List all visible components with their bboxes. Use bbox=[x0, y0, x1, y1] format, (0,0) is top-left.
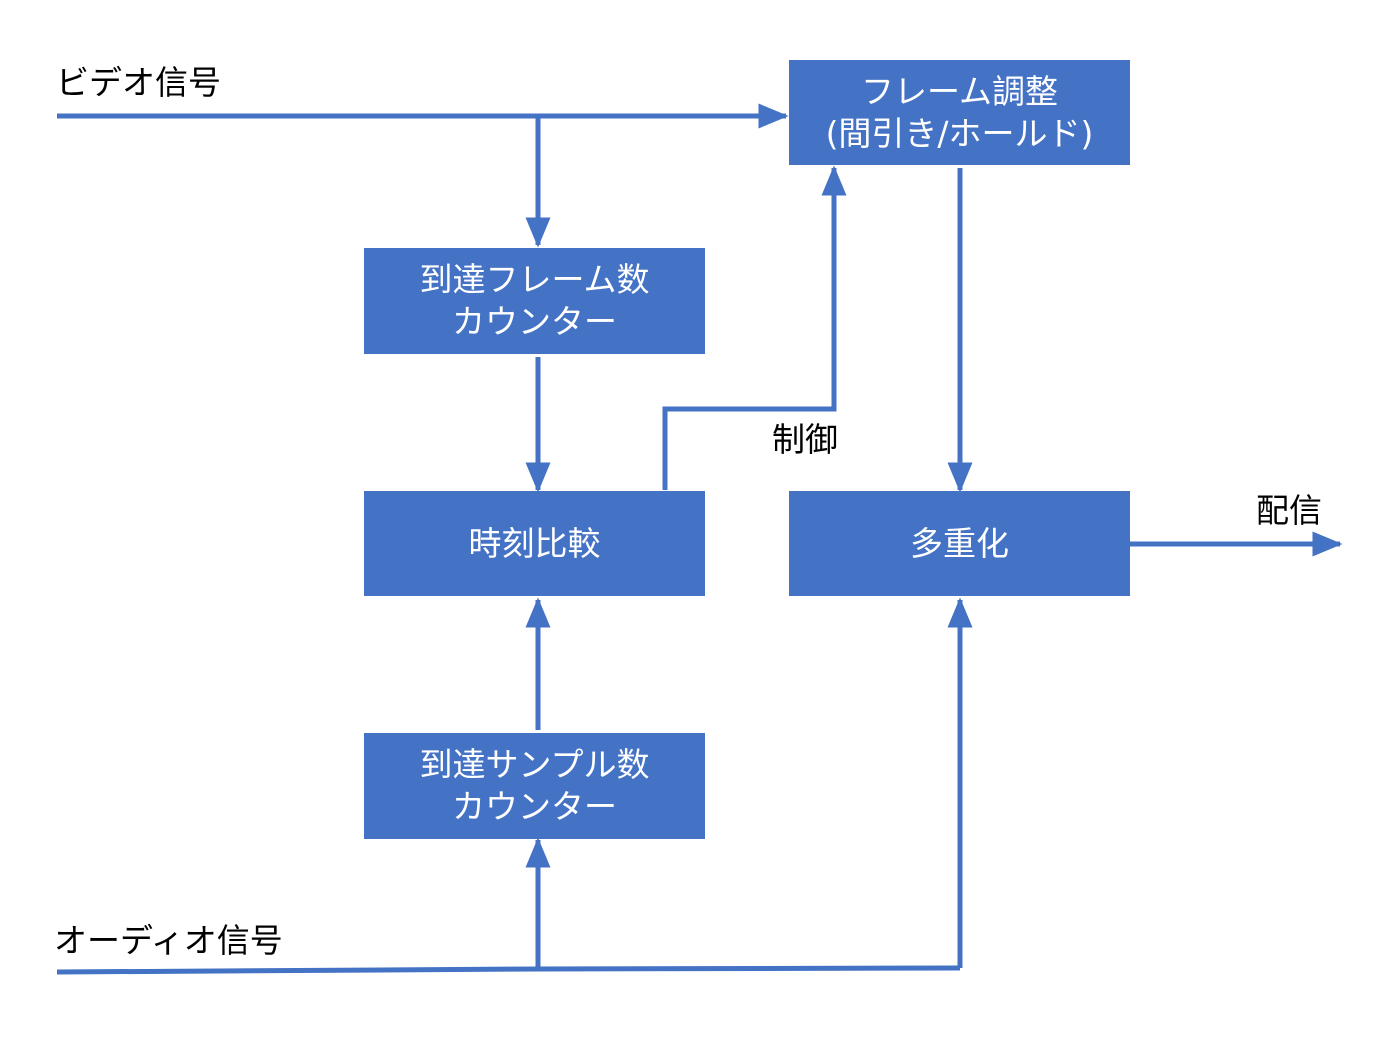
control-label: 制御 bbox=[772, 420, 838, 459]
video-signal-label: ビデオ信号 bbox=[56, 63, 221, 102]
audio-signal-label: オーディオ信号 bbox=[54, 921, 283, 960]
audio-signal-line bbox=[56, 965, 961, 975]
frame-adjust-title: フレーム調整 bbox=[860, 71, 1058, 111]
time-compare-title: 時刻比較 bbox=[468, 523, 601, 563]
multiplex-block: 多重化 bbox=[789, 491, 1130, 596]
frame-adjust-block: フレーム調整 (間引き/ホールド) bbox=[789, 60, 1130, 165]
sample-counter-block: 到達サンプル数 カウンター bbox=[364, 733, 705, 839]
multiplex-title: 多重化 bbox=[910, 523, 1009, 563]
sample-counter-subtitle: カウンター bbox=[452, 787, 617, 826]
frame-adjust-subtitle: (間引き/ホールド) bbox=[825, 113, 1094, 153]
frame-counter-block: 到達フレーム数 カウンター bbox=[364, 248, 705, 354]
frame-counter-subtitle: カウンター bbox=[452, 302, 617, 341]
time-compare-block: 時刻比較 bbox=[364, 491, 705, 596]
output-label: 配信 bbox=[1256, 491, 1322, 530]
frame-counter-title: 到達フレーム数 bbox=[419, 260, 650, 299]
sample-counter-title: 到達サンプル数 bbox=[419, 745, 650, 784]
control-feedback-arrow bbox=[662, 165, 847, 490]
